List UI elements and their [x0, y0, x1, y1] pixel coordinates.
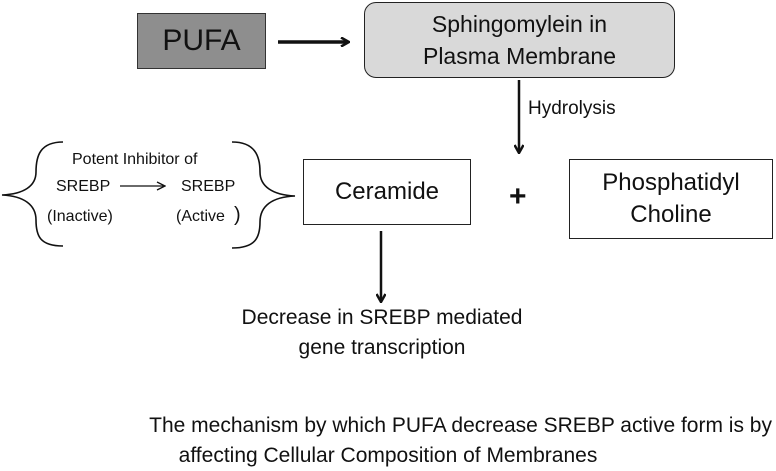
- srebp-inactive-label: SREBP: [56, 178, 111, 195]
- right-brace: [231, 141, 296, 249]
- ceramide-label: Ceramide: [334, 178, 440, 205]
- active-state-close-paren: ): [234, 204, 241, 226]
- srebp-active-label: SREBP: [181, 178, 236, 195]
- inactive-state-label: (Inactive): [47, 208, 113, 225]
- sphingomyelin-node: Sphingomylein in Plasma Membrane: [364, 2, 675, 78]
- sphingomyelin-label-line1: Sphingomylein in: [431, 11, 608, 37]
- outcome-text: Decrease in SREBP mediated gene transcri…: [0, 303, 776, 363]
- phosphatidyl-label-line2: Choline: [630, 201, 712, 228]
- hydrolysis-label: Hydrolysis: [528, 98, 616, 119]
- ceramide-node: Ceramide: [303, 159, 471, 225]
- pufa-label: PUFA: [162, 24, 241, 57]
- brace-heading: Potent Inhibitor of: [72, 151, 198, 168]
- caption-line2: affecting Cellular Composition of Membra…: [178, 444, 598, 467]
- phosphatidyl-label-line1: Phosphatidyl: [602, 169, 740, 196]
- outcome-line1: Decrease in SREBP mediated: [241, 306, 523, 329]
- sphingomyelin-label-line2: Plasma Membrane: [422, 43, 617, 69]
- outcome-line2: gene transcription: [298, 336, 466, 359]
- left-brace: [1, 141, 64, 247]
- caption-line1: The mechanism by which PUFA decrease SRE…: [149, 414, 772, 437]
- pufa-node: PUFA: [137, 13, 266, 69]
- phosphatidylcholine-node: Phosphatidyl Choline: [569, 159, 773, 239]
- figure-caption: The mechanism by which PUFA decrease SRE…: [0, 411, 776, 471]
- plus-sign: +: [509, 180, 527, 213]
- active-state-label: (Active: [176, 208, 225, 225]
